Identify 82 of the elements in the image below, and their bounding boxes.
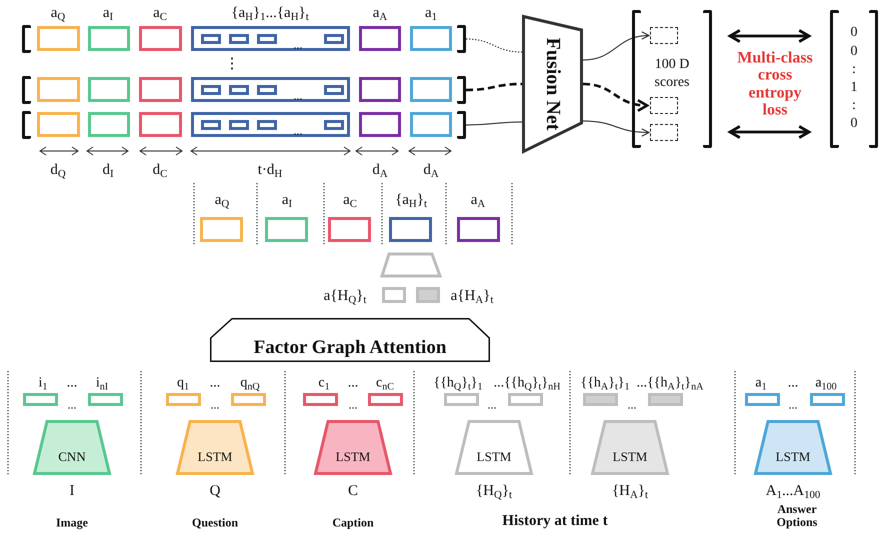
input-label: I [70, 483, 74, 500]
score-slot [650, 124, 678, 141]
block-label: CNN [57, 449, 87, 465]
math-label: ... [294, 124, 302, 138]
vector-entry: 0 [850, 24, 858, 42]
fusion-net-block [522, 15, 583, 153]
vector-label: 100 D scores [654, 56, 690, 91]
math-label: ... [68, 398, 76, 412]
math-label: a$_{1}$ [755, 375, 767, 391]
section-label: Caption [331, 516, 375, 530]
math-label: a{H$_{Q}$}$_{t}$ [324, 288, 366, 304]
math-label: a$_{I}$ [282, 192, 292, 208]
math-label: ... [294, 89, 302, 103]
math-label: i$_{1}$ [38, 375, 48, 391]
math-label: ... [788, 375, 798, 391]
section-label: Answer Options [776, 502, 818, 530]
math-label: ... [788, 398, 798, 412]
attention-block [210, 318, 490, 362]
math-label: a$_{100}$ [815, 375, 837, 391]
math-label: ... [210, 375, 220, 391]
score-slot [650, 97, 678, 114]
math-label: a$_{Q}$ [214, 192, 230, 208]
math-label: ...{{h$_{A}$}$_{t}$}$_{nA}$ [636, 375, 704, 391]
math-label: d$_{A}$ [423, 162, 439, 178]
loss-label: Multi-class cross entropy loss [736, 49, 814, 119]
vector-entry: 0 [850, 42, 858, 61]
vector-entry: : [852, 97, 856, 116]
connector-arrow [728, 125, 810, 139]
math-label: ... [348, 398, 358, 412]
math-label: d$_{I}$ [102, 162, 114, 178]
math-label: a$_{C}$ [153, 4, 167, 22]
math-label: ... [488, 398, 496, 412]
math-label: ... [628, 398, 636, 412]
input-label: Q [210, 483, 220, 500]
math-label: d$_{C}$ [152, 162, 168, 178]
math-label: a$_{C}$ [343, 192, 357, 208]
vector-entry: 0 [850, 115, 858, 134]
math-label: a$_{1}$ [424, 4, 438, 22]
section-label: Question [190, 516, 239, 530]
math-label: {{h$_{A}$}$_{t}$}$_{1}$ [580, 375, 630, 391]
block-title: Factor Graph Attention [252, 337, 448, 359]
math-label: ... [66, 375, 78, 391]
math-label: q$_{1}$ [176, 375, 190, 391]
input-label: {H$_{Q}$}$_{t}$ [476, 483, 512, 500]
math-label: q$_{nQ}$ [240, 375, 260, 391]
math-label: c$_{nC}$ [376, 375, 394, 391]
input-label: C [348, 483, 358, 500]
connector-arrow [582, 32, 650, 60]
math-label: t·d$_{H}$ [258, 162, 282, 178]
input-label: A$_{1}$...A$_{100}$ [766, 483, 820, 500]
math-label: ... [294, 38, 302, 52]
section-label: History at time t [502, 512, 608, 530]
block-label: LSTM [334, 449, 372, 465]
math-label: ... [348, 375, 358, 391]
math-label: a$_{A}$ [372, 4, 388, 22]
math-label: {{h$_{Q}$}$_{t}$}$_{1}$ [433, 375, 483, 391]
block-label: Fusion Net [541, 38, 564, 130]
math-label: d$_{A}$ [372, 162, 388, 178]
math-label: {a$_{H}$}$_{t}$ [395, 192, 427, 208]
connector-arrow [582, 120, 650, 136]
connector-arrow [582, 82, 648, 112]
section-label: Image [55, 516, 89, 530]
math-label: d$_{Q}$ [50, 162, 66, 178]
vector-entry: 1 [850, 79, 858, 97]
input-label: {H$_{A}$}$_{t}$ [612, 483, 648, 500]
math-label: c$_{1}$ [318, 375, 330, 391]
math-label: ⋮ [224, 56, 240, 72]
math-label: a$_{Q}$ [50, 4, 66, 22]
score-slot [650, 27, 678, 44]
vector-entry: : [852, 60, 856, 79]
block-label: LSTM [774, 449, 812, 465]
math-label: ...{{h$_{Q}$}$_{t}$}$_{nH}$ [494, 375, 560, 391]
block-label: LSTM [476, 449, 512, 465]
math-label: a$_{A}$ [470, 192, 486, 208]
math-label: {a$_{H}$}$_{1}$...{a$_{H}$}$_{t}$ [231, 4, 309, 22]
math-label: i$_{nI}$ [96, 375, 108, 391]
block-label: LSTM [196, 449, 234, 465]
math-label: a$_{I}$ [102, 4, 114, 22]
connector-arrow [728, 29, 810, 43]
block-label: LSTM [612, 449, 648, 465]
math-label: ... [210, 398, 220, 412]
math-label: a{H$_{A}$}$_{t}$ [450, 288, 494, 304]
